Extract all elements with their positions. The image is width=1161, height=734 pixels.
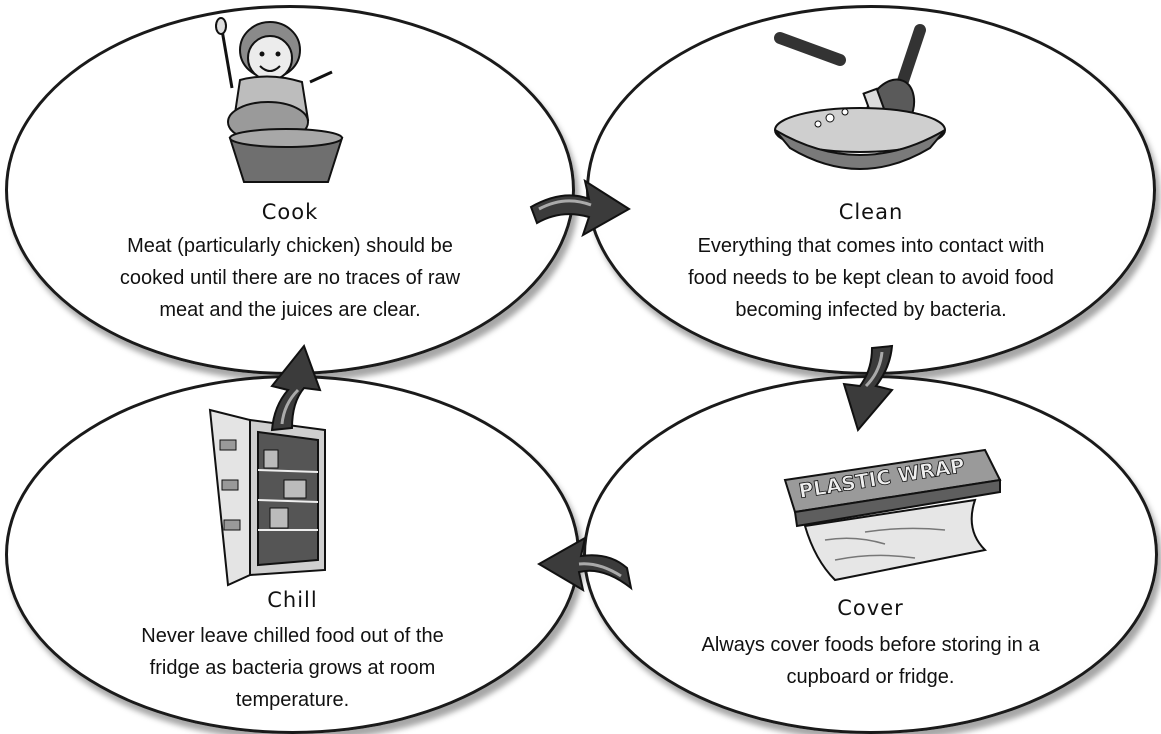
plastic-wrap-icon: PLASTIC WRAP: [765, 440, 1010, 590]
cook-description: Meat (particularly chicken) should be co…: [5, 230, 575, 326]
washing-bowl-icon: [770, 20, 950, 190]
cover-desc-line: cupboard or fridge.: [583, 661, 1158, 693]
chill-desc-line: fridge as bacteria grows at room: [5, 652, 580, 684]
cook-desc-line: Meat (particularly chicken) should be: [5, 230, 575, 262]
cycle-arrow-icon: [828, 340, 908, 435]
clean-description: Everything that comes into contact with …: [586, 230, 1156, 326]
cover-desc-line: Always cover foods before storing in a: [583, 629, 1158, 661]
clean-desc-line: becoming infected by bacteria.: [586, 294, 1156, 326]
cover-title: Cover: [583, 596, 1158, 620]
cycle-arrow-icon: [252, 340, 332, 435]
cook-desc-line: cooked until there are no traces of raw: [5, 262, 575, 294]
chill-title: Chill: [5, 588, 580, 612]
chef-with-chicken-icon: [210, 10, 370, 190]
clean-title: Clean: [586, 200, 1156, 224]
chill-desc-line: temperature.: [5, 684, 580, 716]
cover-description: Always cover foods before storing in a c…: [583, 629, 1158, 693]
chill-desc-line: Never leave chilled food out of the: [5, 620, 580, 652]
cook-desc-line: meat and the juices are clear.: [5, 294, 575, 326]
chill-description: Never leave chilled food out of the frid…: [5, 620, 580, 716]
cook-title: Cook: [5, 200, 575, 224]
clean-desc-line: Everything that comes into contact with: [586, 230, 1156, 262]
clean-desc-line: food needs to be kept clean to avoid foo…: [586, 262, 1156, 294]
